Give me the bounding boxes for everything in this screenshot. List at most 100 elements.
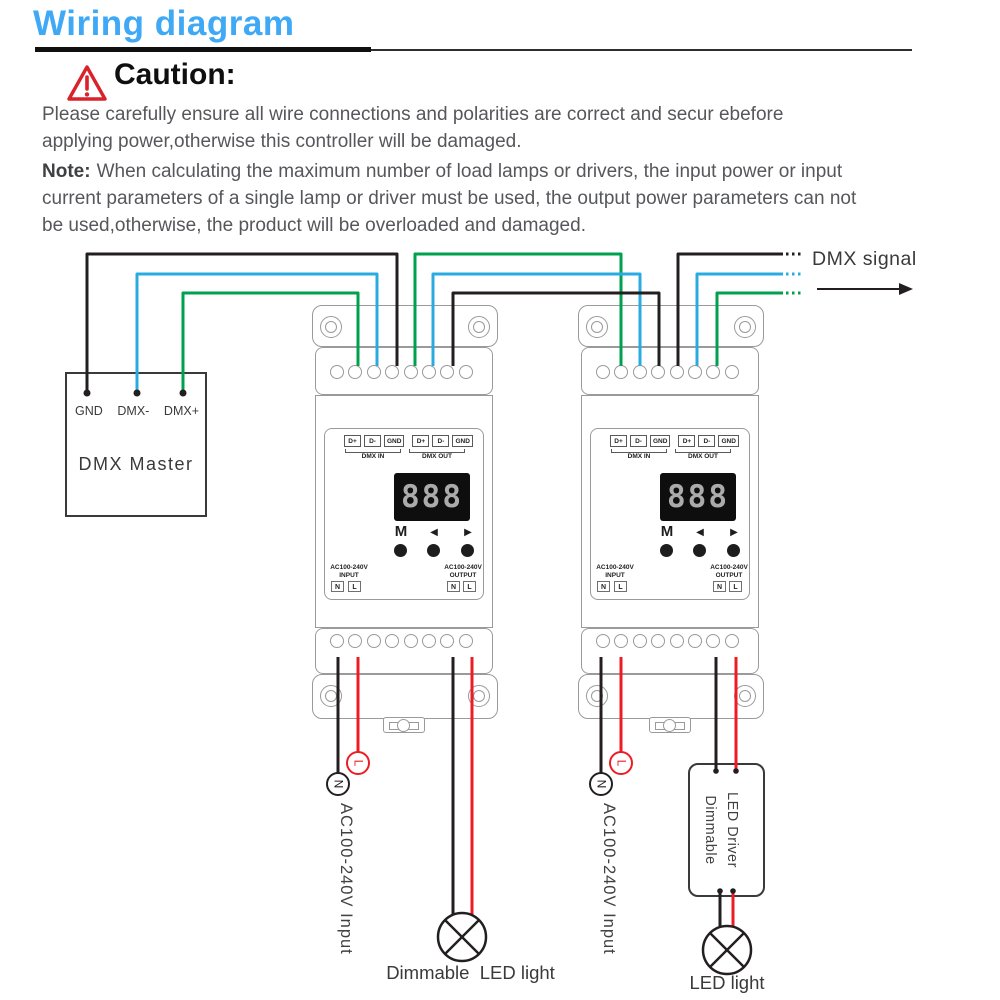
- neutral-circle: N: [326, 772, 350, 796]
- note-text-line: be used,otherwise, the product will be o…: [42, 215, 586, 236]
- dmx-plus-terminal-label: DMX+: [163, 404, 199, 418]
- caution-text-line: applying power,otherwise this controller…: [42, 131, 522, 152]
- gnd-in-label: GND: [384, 435, 405, 447]
- dplus-in-label: D+: [344, 435, 361, 447]
- terminal-circle: [421, 365, 436, 379]
- right-button: [727, 544, 740, 557]
- ac-output-label: AC100-240V OUTPUT: [444, 564, 482, 579]
- screw-hole-icon: [586, 316, 608, 338]
- dminus-in-label: D-: [630, 435, 647, 447]
- terminal-circle: [669, 634, 684, 648]
- dmx-master-box: GND DMX- DMX+ DMX Master: [65, 372, 207, 517]
- lamp-icon-dimmable-led-light: [436, 911, 488, 963]
- n-terminal-label: N: [713, 581, 726, 592]
- l-terminal-label: L: [614, 581, 627, 592]
- dmx-signal-label: DMX signal: [812, 248, 917, 270]
- terminal-circle: [651, 634, 666, 648]
- note-text-line: Note:When calculating the maximum number…: [42, 161, 843, 182]
- dminus-out-label: D-: [432, 435, 450, 447]
- terminal-circle: [706, 634, 721, 648]
- warning-triangle-icon: [67, 65, 107, 101]
- terminal-circle: [458, 634, 473, 648]
- terminal-row-bottom: [596, 634, 739, 648]
- terminal-circle: [669, 365, 684, 379]
- right-arrow-icon: ▶: [730, 527, 738, 538]
- screw-hole-icon: [468, 316, 490, 338]
- terminal-circle: [687, 634, 702, 648]
- live-circle: L: [609, 751, 633, 775]
- ac-input-label: AC100-240V INPUT: [596, 564, 634, 579]
- terminal-circle: [330, 365, 344, 379]
- din-rail-clip: [383, 717, 425, 733]
- terminal-circle: [421, 634, 436, 648]
- dminus-in-label: D-: [364, 435, 381, 447]
- mode-button: [394, 544, 407, 557]
- dmx-master-terminals: GND DMX- DMX+: [75, 404, 199, 418]
- ac-output-label: AC100-240V OUTPUT: [710, 564, 748, 579]
- note-label: Note:: [42, 161, 91, 182]
- dminus-out-label: D-: [698, 435, 716, 447]
- l-terminal-label: L: [348, 581, 361, 592]
- gnd-terminal-label: GND: [75, 404, 103, 418]
- screw-hole-icon: [586, 685, 608, 707]
- screw-hole-icon: [734, 316, 756, 338]
- terminal-strip-bottom: [315, 628, 493, 674]
- terminal-circle: [724, 365, 739, 379]
- screw-hole-icon: [320, 685, 342, 707]
- dimmable-led-driver-box: Dimmable LED Driver: [688, 763, 765, 897]
- terminal-circle: [458, 365, 473, 379]
- page-title: Wiring diagram: [33, 4, 295, 43]
- terminal-circle: [403, 634, 418, 648]
- terminal-circle: [366, 634, 381, 648]
- screw-hole-icon: [734, 685, 756, 707]
- terminal-circle: [348, 365, 363, 379]
- terminal-circle: [366, 365, 381, 379]
- gnd-out-label: GND: [718, 435, 739, 447]
- terminal-circle: [385, 365, 400, 379]
- caution-text-line: Please carefully ensure all wire connect…: [42, 104, 784, 125]
- terminal-circle: [596, 365, 610, 379]
- dmx-signal-arrowhead: [899, 283, 913, 295]
- terminal-circle: [614, 634, 629, 648]
- ac-input-vertical-label: AC100-240V Input: [337, 803, 355, 955]
- terminal-circle: [348, 634, 363, 648]
- driver-label-line2: LED Driver: [724, 792, 740, 868]
- mounting-flange-bottom: [312, 674, 498, 719]
- n-terminal-label: N: [331, 581, 344, 592]
- mode-button: [660, 544, 673, 557]
- screw-hole-icon: [320, 316, 342, 338]
- dplus-out-label: D+: [678, 435, 696, 447]
- dmx-out-bracket: [675, 449, 731, 453]
- terminal-circle: [632, 634, 647, 648]
- ac-input-vertical-label: AC100-240V Input: [600, 803, 618, 955]
- live-circle: L: [346, 751, 370, 775]
- terminal-circle: [706, 365, 721, 379]
- dmx-out-bracket: [409, 449, 465, 453]
- gnd-out-label: GND: [452, 435, 473, 447]
- dmx-in-caption: DMX IN: [610, 453, 668, 460]
- l-terminal-label: L: [729, 581, 742, 592]
- dmx-in-caption: DMX IN: [344, 453, 402, 460]
- terminal-circle: [651, 365, 666, 379]
- terminal-circle: [403, 365, 418, 379]
- terminal-circle: [440, 365, 455, 379]
- lamp-icon-led-light: [701, 924, 753, 976]
- right-arrow-icon: ▶: [464, 527, 472, 538]
- dmx-controller-1: D+ D- GND D+ D- GND DMX IN DMX OUT 888 M…: [312, 303, 500, 737]
- dplus-out-label: D+: [412, 435, 430, 447]
- dmx-terminal-labels: D+ D- GND D+ D- GND: [610, 435, 739, 447]
- dmx-in-bracket: [345, 449, 401, 453]
- display-digits: 888: [401, 478, 463, 515]
- dplus-in-label: D+: [610, 435, 627, 447]
- caution-heading: Caution:: [114, 58, 236, 91]
- terminal-row-top: [330, 365, 473, 379]
- terminal-circle: [330, 634, 344, 648]
- left-button: [693, 544, 706, 557]
- terminal-circle: [687, 365, 702, 379]
- mode-button-label: M: [394, 523, 408, 540]
- terminal-row-top: [596, 365, 739, 379]
- driver-label-line1: Dimmable: [702, 795, 718, 865]
- led-light-label: LED light: [689, 972, 765, 993]
- right-button: [461, 544, 474, 557]
